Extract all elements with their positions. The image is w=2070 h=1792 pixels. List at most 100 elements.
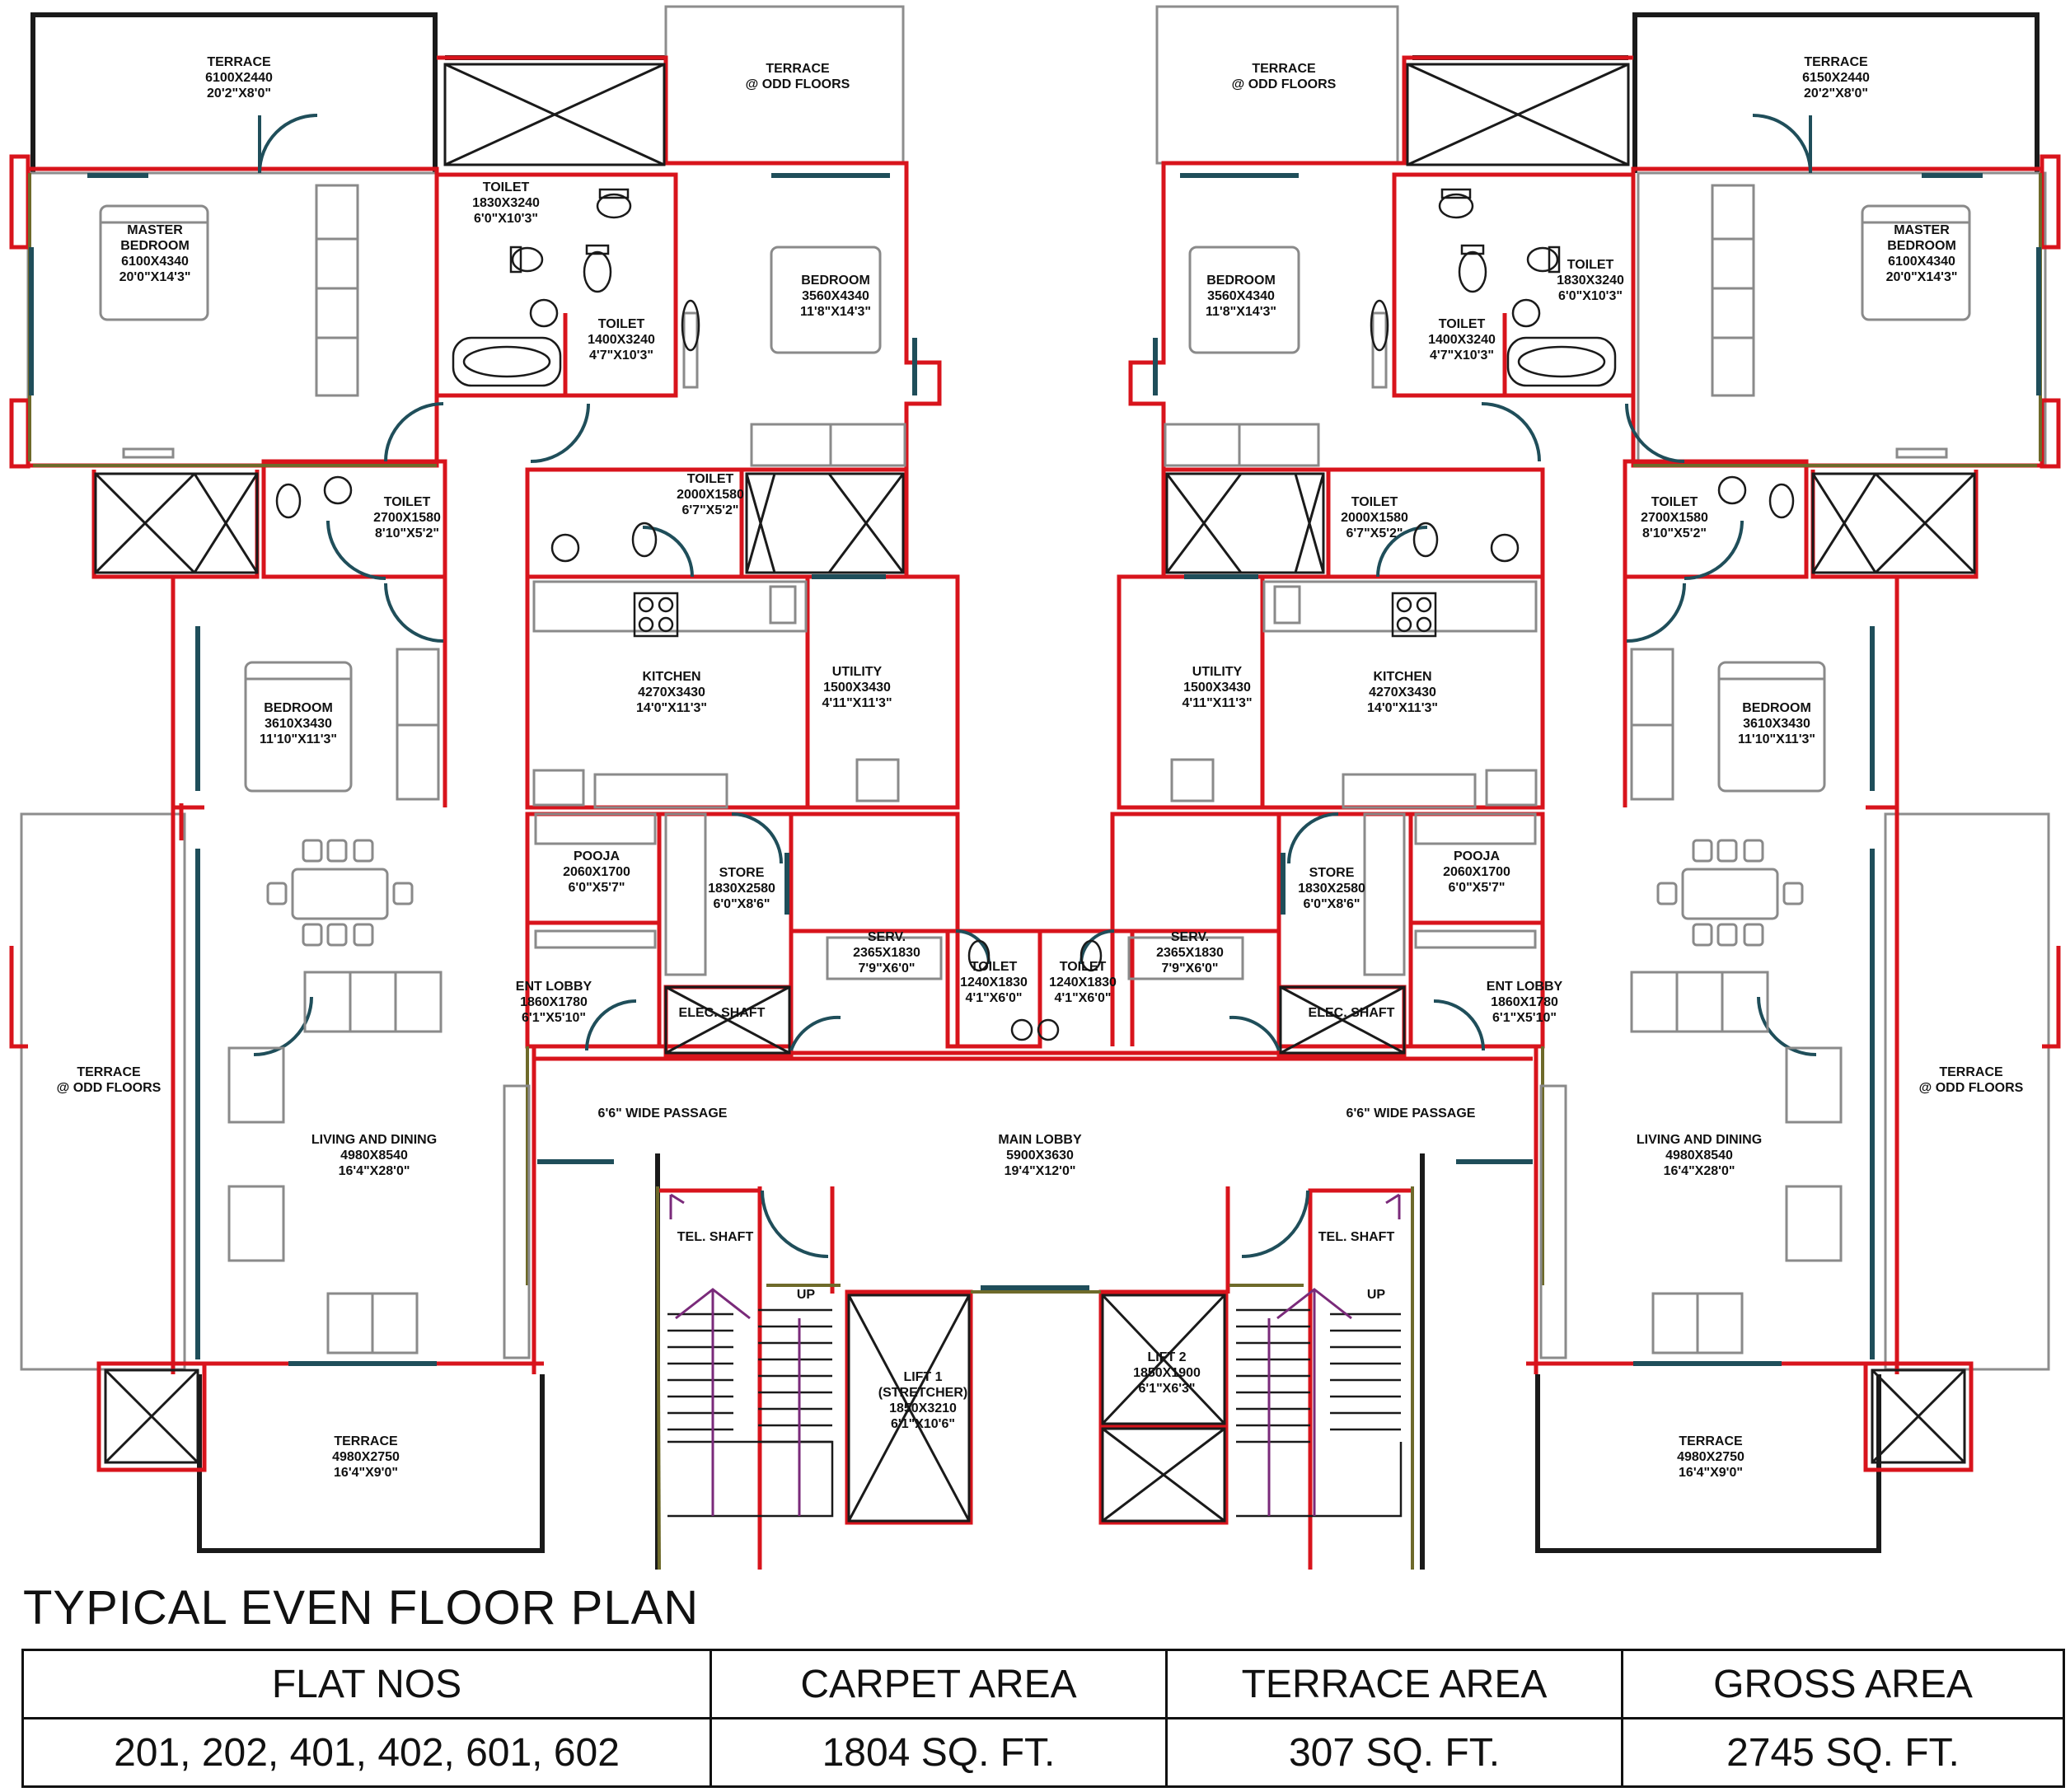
room-label-line: 1500X3430 — [1183, 681, 1251, 695]
room-label-line: 6'0"X10'3" — [1558, 289, 1623, 303]
header-carpet-area: CARPET AREA — [710, 1649, 1168, 1719]
room-label-line: 16'4"X28'0" — [1664, 1164, 1735, 1178]
table-row: 201, 202, 401, 402, 601, 602 1804 SQ. FT… — [21, 1717, 2065, 1788]
header-flat-nos: FLAT NOS — [21, 1649, 712, 1719]
room-label-line: 20'2"X8'0" — [1804, 87, 1868, 101]
room-label-line: 4270X3430 — [638, 685, 705, 699]
cell-flat-nos: 201, 202, 401, 402, 601, 602 — [21, 1717, 712, 1788]
room-label-line: TEL. SHAFT — [677, 1230, 754, 1244]
room-label-line: 4'11"X11'3" — [1182, 696, 1252, 710]
room-label-line: TOILET — [1060, 960, 1107, 974]
room-label-line: TERRACE — [334, 1434, 398, 1448]
room-label-line: ENT LOBBY — [1487, 980, 1563, 994]
room-label-line: 7'9"X6'0" — [1161, 962, 1218, 976]
room-label-line: 6100X4340 — [1888, 255, 1955, 269]
room-label-line: 6'6" WIDE PASSAGE — [598, 1107, 728, 1121]
room-label-line: 1400X3240 — [1428, 333, 1496, 347]
room-label-line: POOJA — [1454, 849, 1500, 863]
room-label-line: 8'10"X5'2" — [1642, 526, 1707, 540]
room-label-line: 4980X8540 — [340, 1149, 408, 1163]
room-label-line: TOILET — [598, 317, 645, 331]
room-label-line: 6150X2440 — [1802, 71, 1870, 85]
room-label-line: 3610X3430 — [265, 717, 332, 731]
room-label-line: TERRACE — [1252, 62, 1316, 76]
room-label-pooja-r: POOJA 2060X1700 6'0"X5'7" — [1443, 849, 1510, 895]
room-label-line: BEDROOM — [1206, 274, 1276, 288]
room-label-line: 6'7"X5'2" — [1346, 526, 1403, 540]
room-label-line: TOILET — [1651, 495, 1698, 509]
room-label-line: MAIN LOBBY — [998, 1133, 1082, 1147]
room-label-line: 1240X1830 — [960, 976, 1028, 990]
room-label-line: ELEC. SHAFT — [679, 1006, 766, 1020]
room-label-line: TERRACE — [77, 1065, 141, 1079]
room-label-line: 2060X1700 — [563, 865, 630, 879]
room-label-line: 6'0"X5'7" — [1448, 881, 1505, 895]
room-label-line: TOILET — [483, 180, 530, 194]
room-label-line: 14'0"X11'3" — [1367, 701, 1438, 715]
room-label-line: 4'7"X10'3" — [1430, 349, 1494, 363]
room-label-line: TOILET — [1439, 317, 1486, 331]
room-label-terrace-odd-4: TERRACE@ ODD FLOORS — [1919, 1065, 2024, 1095]
room-label-line: STORE — [719, 866, 765, 880]
room-label-elec-shaft-r: ELEC. SHAFT — [1309, 1006, 1395, 1020]
room-label-line: ELEC. SHAFT — [1309, 1006, 1395, 1020]
room-label-line: KITCHEN — [642, 670, 700, 684]
room-label-line: 16'4"X28'0" — [339, 1164, 410, 1178]
header-gross-area: GROSS AREA — [1621, 1649, 2065, 1719]
room-label-line: @ ODD FLOORS — [1232, 77, 1337, 91]
room-label-line: UTILITY — [1192, 665, 1243, 679]
room-label-line: BEDROOM — [264, 701, 333, 715]
room-label-line: 19'4"X12'0" — [1005, 1164, 1076, 1178]
room-label-line: BEDROOM — [801, 274, 870, 288]
room-label-line: 2060X1700 — [1443, 865, 1510, 879]
room-label-tel-shaft-r: TEL. SHAFT — [1318, 1230, 1395, 1244]
room-label-elec-shaft-l: ELEC. SHAFT — [679, 1006, 766, 1020]
room-label-line: @ ODD FLOORS — [57, 1081, 162, 1095]
room-label-line: 11'10"X11'3" — [260, 732, 337, 746]
room-label-line: SERV. — [1171, 930, 1209, 944]
room-label-line: TERRACE — [766, 62, 830, 76]
room-label-line: 4'1"X6'0" — [965, 991, 1022, 1005]
room-label-line: 1830X2580 — [1298, 882, 1365, 896]
room-label-line: LIVING AND DINING — [1637, 1133, 1762, 1147]
room-label-line: UTILITY — [832, 665, 883, 679]
room-label-line: 4'1"X6'0" — [1054, 991, 1111, 1005]
room-label-line: 4'7"X10'3" — [589, 349, 653, 363]
room-label-line: LIFT 2 — [1147, 1350, 1186, 1364]
room-label-line: (STRETCHER) — [878, 1386, 967, 1400]
room-label-line: 14'0"X11'3" — [636, 701, 707, 715]
room-label-line: 20'0"X14'3" — [1886, 270, 1958, 284]
room-label-line: 2365X1830 — [853, 946, 920, 960]
room-label-line: 3560X4340 — [802, 289, 869, 303]
cell-carpet-area: 1804 SQ. FT. — [710, 1717, 1168, 1788]
room-label-line: 1850X3210 — [889, 1401, 957, 1415]
room-label-line: MASTER — [127, 223, 183, 237]
room-label-line: 6'6" WIDE PASSAGE — [1346, 1107, 1476, 1121]
room-label-line: 2700X1580 — [1641, 511, 1708, 525]
room-label-line: 1830X3240 — [472, 196, 540, 210]
room-label-line: 3560X4340 — [1207, 289, 1275, 303]
room-label-up-l: UP — [797, 1288, 816, 1302]
room-label-line: TERRACE — [1679, 1434, 1743, 1448]
room-label-line: 5900X3630 — [1006, 1149, 1074, 1163]
room-label-line: TOILET — [687, 472, 734, 486]
room-label-line: 4980X8540 — [1665, 1149, 1733, 1163]
room-label-line: 8'10"X5'2" — [375, 526, 439, 540]
room-label-line: 20'0"X14'3" — [119, 270, 191, 284]
room-label-line: KITCHEN — [1373, 670, 1431, 684]
room-label-line: TOILET — [1567, 258, 1614, 272]
